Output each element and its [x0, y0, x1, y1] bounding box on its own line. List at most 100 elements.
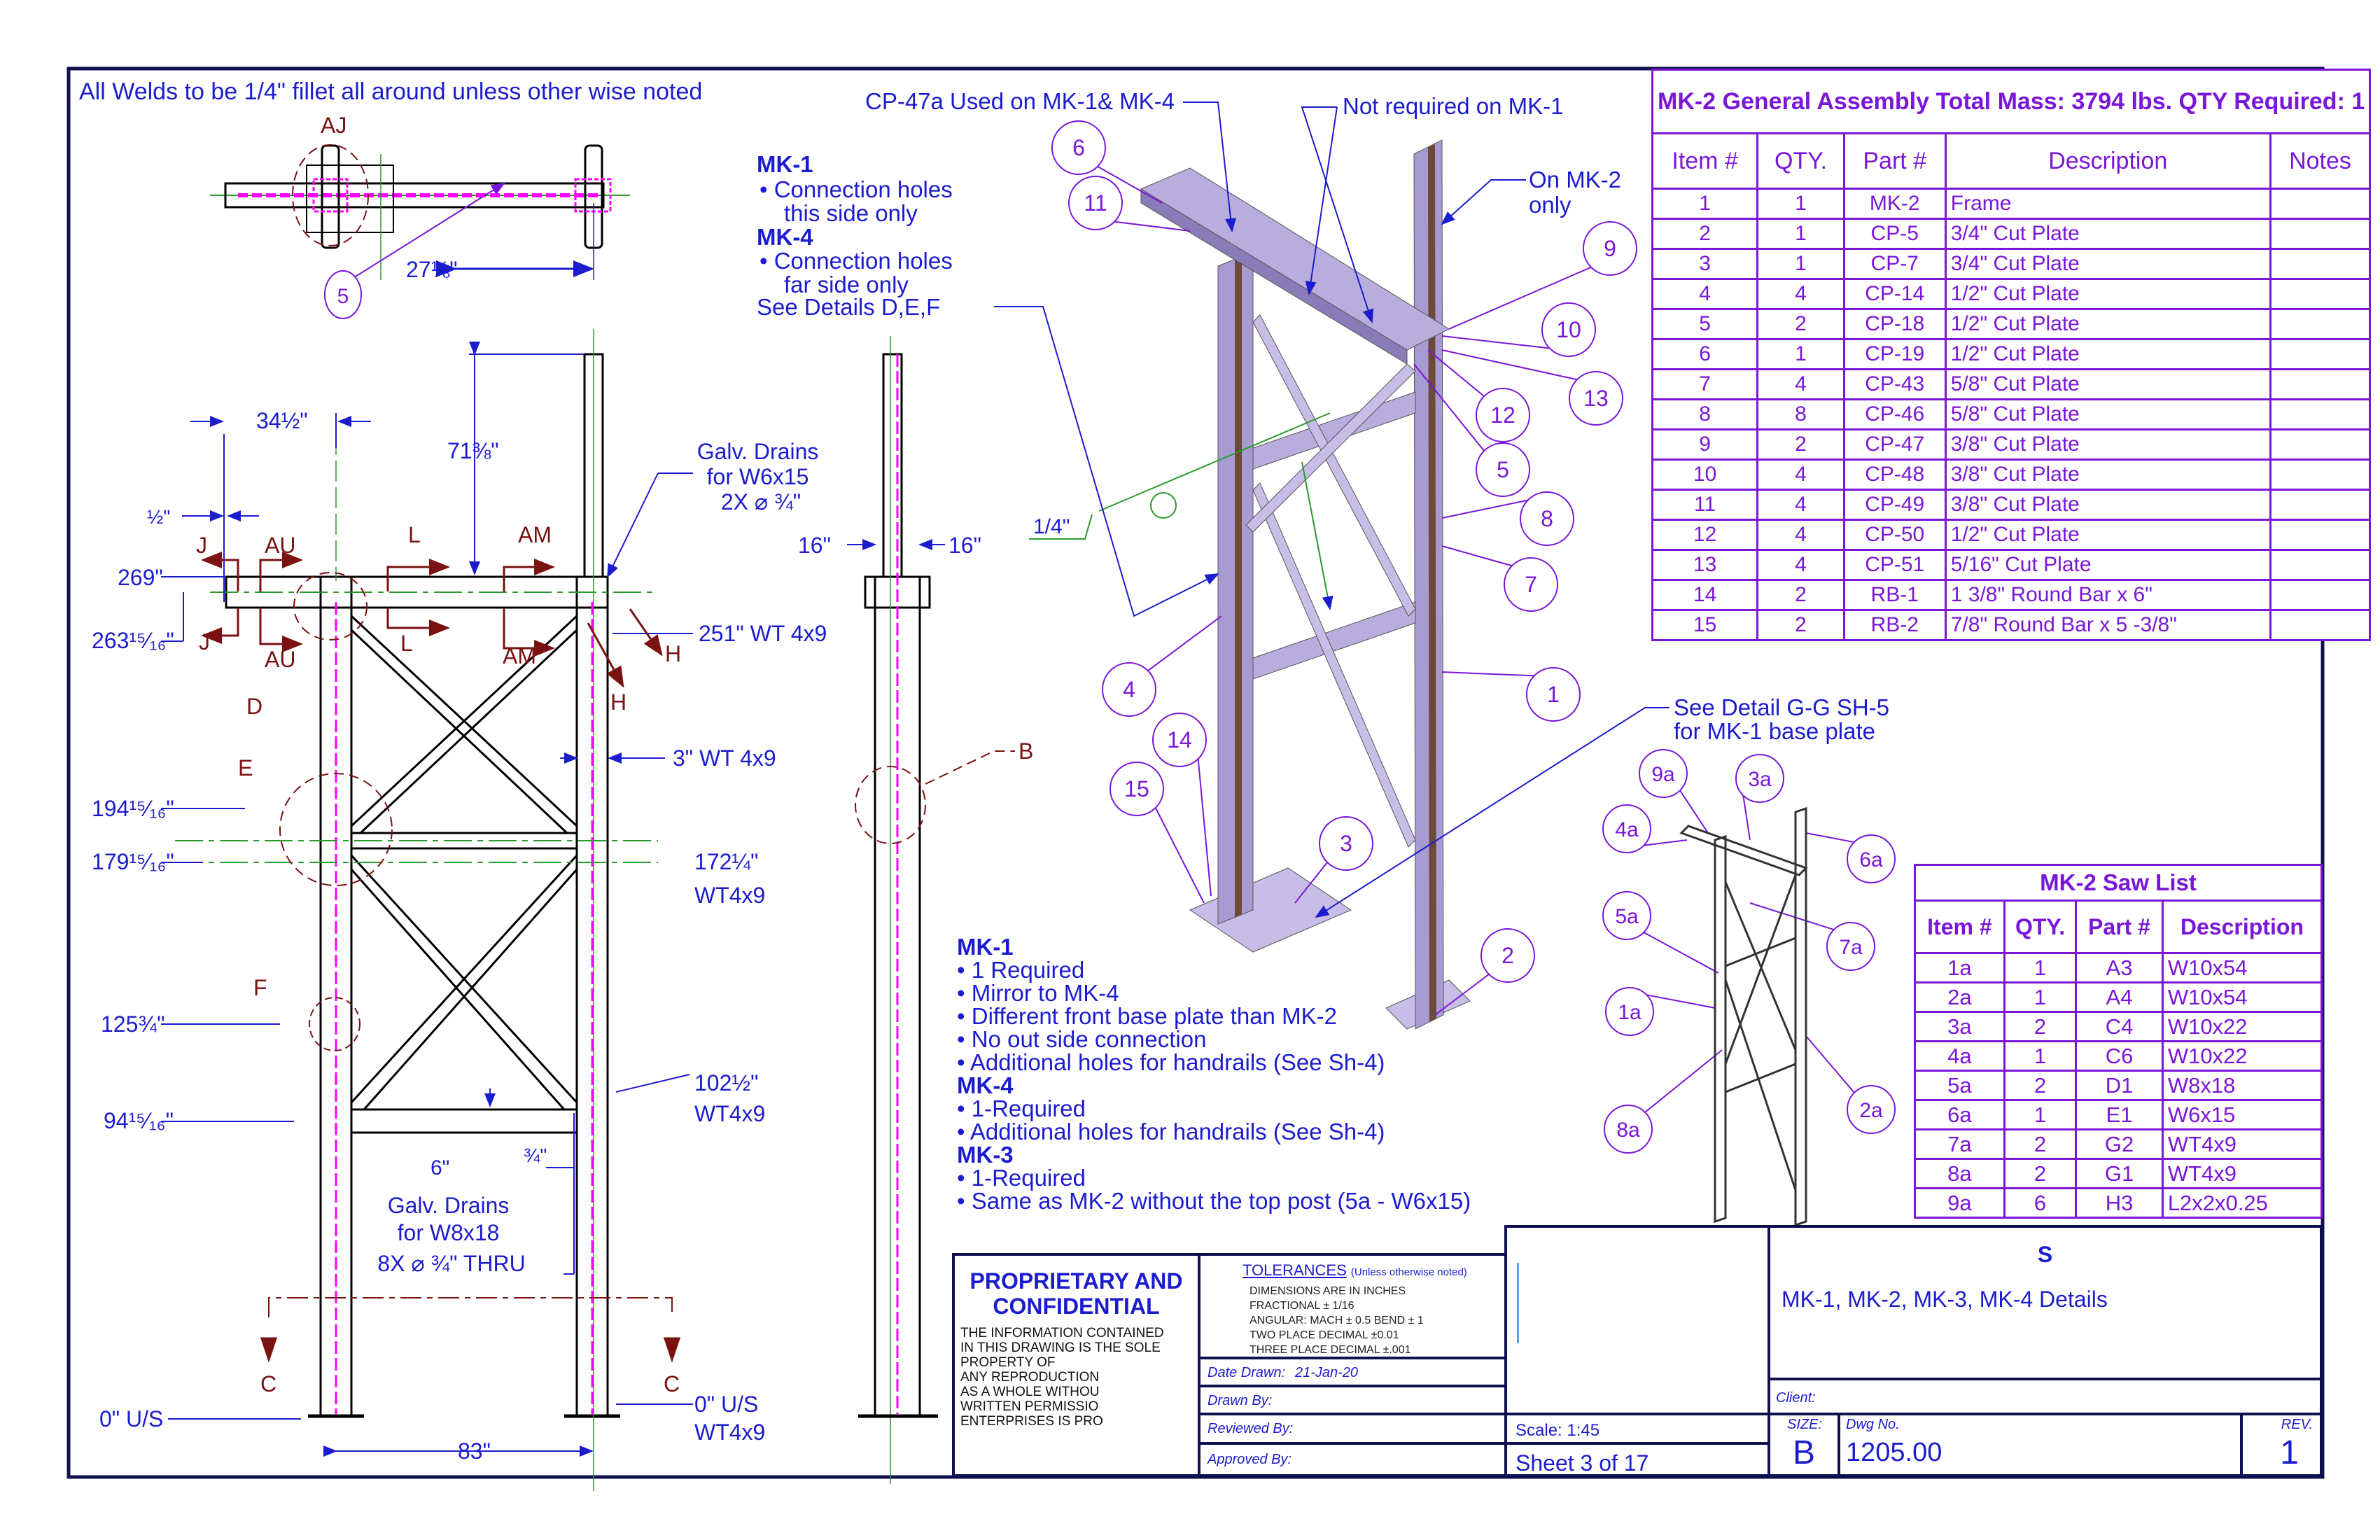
table-cell: [2269, 188, 2372, 220]
table-cell: 3/8" Cut Plate: [1944, 428, 2272, 461]
balloon-10: 10: [1441, 302, 1596, 357]
balloon-9a: 9a: [1639, 749, 1709, 834]
table-cell: [2269, 428, 2372, 461]
column-header: Part #: [2075, 899, 2164, 954]
column-header: Description: [2161, 899, 2323, 954]
svg-text:L: L: [400, 631, 413, 656]
svg-text:1a: 1a: [1618, 1001, 1642, 1024]
proprietary-line: AS A WHOLE WITHOU: [960, 1385, 1100, 1399]
table-cell: W10x54: [2161, 952, 2323, 983]
dim-263: 263¹⁵⁄₁₆": [92, 628, 174, 653]
table-cell: 1: [2003, 1040, 2078, 1072]
table-cell: 1/2" Cut Plate: [1944, 338, 2272, 370]
table-cell: 6: [1651, 338, 1759, 370]
table-cell: 10: [1651, 458, 1759, 491]
weld-symbol-size: 1/4": [1033, 515, 1070, 538]
callout-251-wt4x9: 251" WT 4x9: [699, 621, 827, 646]
bom-title: MK-2 General Assembly Total Mass: 3794 l…: [1651, 69, 2372, 134]
table-cell: [2269, 579, 2372, 611]
svg-text:2a: 2a: [1859, 1099, 1883, 1122]
svg-text:AM: AM: [518, 522, 552, 547]
table-cell: [2269, 368, 2372, 400]
note-connection-holes: MK-1 • Connection holes this side only M…: [757, 151, 959, 320]
table-cell: [2269, 489, 2372, 521]
table-cell: 2: [1756, 579, 1845, 611]
saw-list-table: MK-2 Saw List Item #QTY.Part #Descriptio…: [1914, 864, 2323, 1219]
side-view: [847, 336, 1015, 1484]
table-cell: 2: [1756, 609, 1845, 641]
table-cell: 13: [1651, 549, 1759, 581]
proprietary-line: ANY REPRODUCTION: [960, 1370, 1100, 1385]
saw-header-row: Item #QTY.Part #Description: [1914, 899, 2323, 954]
tolerance-line: DIMENSIONS ARE IN INCHES: [1250, 1285, 1406, 1297]
table-cell: 5/8" Cut Plate: [1944, 398, 2272, 430]
section-arrows: [201, 552, 663, 688]
balloon-2: 2: [1434, 928, 1535, 1016]
date-drawn-row: Date Drawn: 21-Jan-20: [1198, 1357, 1507, 1387]
table-cell: G2: [2075, 1128, 2164, 1160]
table-cell: 9: [1651, 428, 1759, 461]
table-cell: [2269, 308, 2372, 340]
table-cell: D1: [2075, 1070, 2164, 1101]
svg-text:7: 7: [1525, 572, 1537, 597]
table-cell: [2269, 218, 2372, 250]
svg-text:11: 11: [1084, 190, 1107, 216]
table-cell: [2269, 398, 2372, 430]
svg-text:8: 8: [1541, 506, 1553, 531]
table-cell: WT4x9: [2161, 1128, 2323, 1160]
column-header: Description: [1944, 132, 2272, 190]
tolerance-line: ANGULAR: MACH ± 0.5 BEND ± 1: [1250, 1315, 1424, 1326]
table-cell: 1a: [1914, 952, 2005, 983]
balloon-1a: 1a: [1605, 987, 1716, 1036]
svg-text:8a: 8a: [1616, 1119, 1640, 1142]
svg-text:2: 2: [1502, 943, 1514, 968]
table-cell: 1: [1756, 338, 1845, 370]
column-header: QTY.: [2003, 899, 2078, 954]
client-label: Client:: [1776, 1390, 1816, 1406]
drawn-by-label: Drawn By:: [1208, 1393, 1273, 1408]
rev: 1: [2280, 1434, 2299, 1471]
callout-102-wt4x9: 102½" WT4x9: [694, 1070, 765, 1126]
table-cell: 2a: [1914, 981, 2005, 1013]
callout-3-wt4x9: 3" WT 4x9: [673, 746, 776, 771]
table-cell: W10x22: [2161, 1040, 2323, 1072]
svg-text:C: C: [664, 1371, 680, 1396]
table-cell: [2269, 609, 2372, 641]
table-cell: 7/8" Round Bar x 5 -3/8": [1944, 609, 2272, 641]
table-cell: MK-2: [1842, 188, 1947, 220]
table-cell: 2: [2003, 1070, 2078, 1101]
date-drawn-value: 21-Jan-20: [1295, 1365, 1359, 1380]
svg-text:F: F: [253, 975, 267, 1000]
column-header: Notes: [2269, 132, 2372, 190]
svg-text:AM: AM: [503, 643, 536, 668]
dim-71-3-8: 71⅜": [447, 438, 499, 463]
table-cell: 4: [1756, 278, 1845, 310]
svg-text:1: 1: [1547, 682, 1560, 707]
plan-dim-27: 27⅛": [406, 257, 458, 282]
approved-by-label: Approved By:: [1208, 1452, 1292, 1467]
table-cell: CP-46: [1842, 398, 1947, 430]
dim-0-us: 0" U/S: [99, 1406, 163, 1432]
svg-text:4: 4: [1123, 677, 1135, 702]
svg-text:5: 5: [1497, 457, 1509, 482]
note-cp47a: CP-47a Used on MK-1& MK-4: [865, 88, 1175, 114]
side-dim-16-right: 16": [948, 533, 981, 558]
table-cell: RB-1: [1842, 579, 1947, 611]
table-cell: 9a: [1914, 1187, 2005, 1219]
balloon-3: 3: [1294, 816, 1373, 904]
table-cell: 4: [1756, 489, 1845, 521]
sheet-box: Sheet 3 of 17: [1504, 1442, 1770, 1477]
dim-269: 269": [118, 565, 163, 590]
plan-view: [210, 144, 630, 281]
table-cell: 4: [1756, 458, 1845, 491]
table-cell: 14: [1651, 579, 1759, 611]
dim-6: 6": [430, 1156, 449, 1180]
dim-3-4: ¾": [524, 1144, 547, 1166]
